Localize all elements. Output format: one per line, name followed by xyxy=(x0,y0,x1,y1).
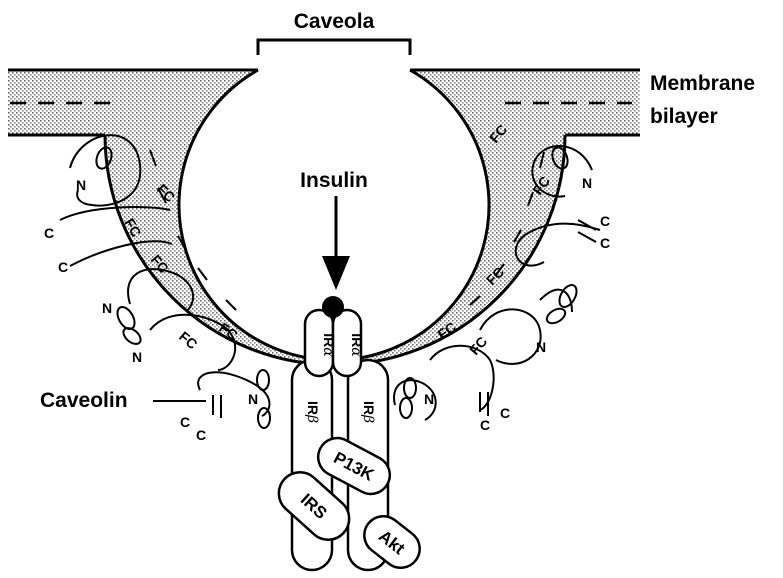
svg-text:N: N xyxy=(248,391,258,407)
svg-text:FC: FC xyxy=(176,328,201,352)
caveola-bracket xyxy=(258,40,410,55)
ir-beta-right: IRβ xyxy=(360,401,377,423)
svg-text:C: C xyxy=(180,414,190,430)
svg-text:C: C xyxy=(500,405,510,421)
membrane-label-line2: bilayer xyxy=(650,105,718,128)
svg-text:N: N xyxy=(536,339,546,355)
svg-text:C: C xyxy=(44,225,54,241)
caveola-label: Caveola xyxy=(294,10,375,33)
ir-beta-left: IRβ xyxy=(304,401,321,423)
svg-text:N: N xyxy=(424,391,434,407)
svg-text:FC: FC xyxy=(466,333,490,358)
svg-text:C: C xyxy=(600,235,610,251)
membrane-label-line1: Membrane xyxy=(650,72,755,95)
insulin-label: Insulin xyxy=(300,169,368,192)
svg-text:C: C xyxy=(600,213,610,229)
svg-text:N: N xyxy=(132,349,142,365)
svg-text:N: N xyxy=(582,175,592,191)
svg-text:C: C xyxy=(196,427,206,443)
insulin-ligand xyxy=(322,296,344,318)
insulin-arrow-head xyxy=(322,256,350,290)
svg-text:N: N xyxy=(76,177,86,193)
svg-text:C: C xyxy=(480,417,490,433)
caveolin-label: Caveolin xyxy=(40,389,128,412)
svg-text:C: C xyxy=(58,259,68,275)
svg-text:N: N xyxy=(102,300,112,316)
ir-alpha-left: IRα xyxy=(320,333,337,357)
ir-alpha-right: IRα xyxy=(348,333,365,357)
